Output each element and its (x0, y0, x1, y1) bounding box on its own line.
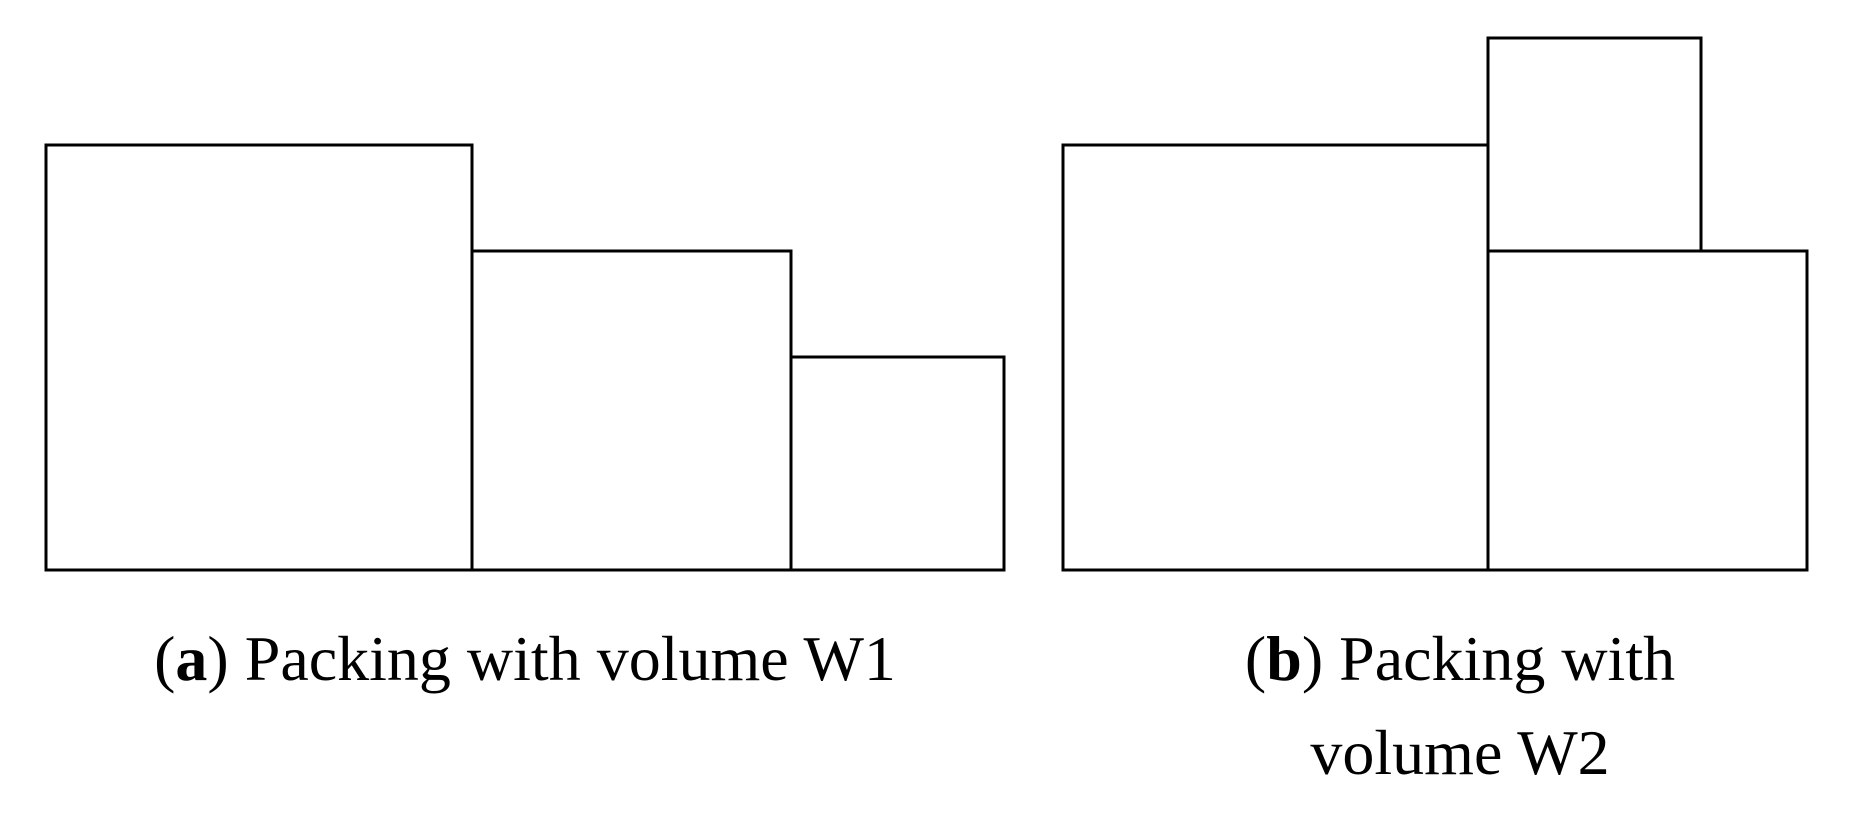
panel-a-medium-box (470, 249, 793, 572)
panel-b-small-box (1486, 36, 1703, 253)
panel-b-caption: (b) Packing with volume W2 (1060, 612, 1851, 800)
panel-b-caption-line1: (b) Packing with (1244, 623, 1676, 694)
panel-b-caption-line2: volume W2 (1310, 717, 1610, 788)
panel-b-medium-box (1486, 249, 1809, 572)
panel-a-large-box (44, 143, 474, 572)
panel-b-caption-text-1: Packing with (1339, 623, 1676, 694)
panel-a-caption-text: Packing with volume W1 (244, 623, 896, 694)
panel-b-large-box (1061, 143, 1490, 572)
panel-a-packing (44, 143, 1006, 572)
panel-b-label: b (1266, 623, 1302, 694)
panel-a-small-box (789, 355, 1006, 572)
panel-a-caption: (a) Packing with volume W1 (154, 623, 896, 694)
panel-b-packing (1061, 36, 1809, 572)
panel-a-label: a (175, 623, 208, 694)
